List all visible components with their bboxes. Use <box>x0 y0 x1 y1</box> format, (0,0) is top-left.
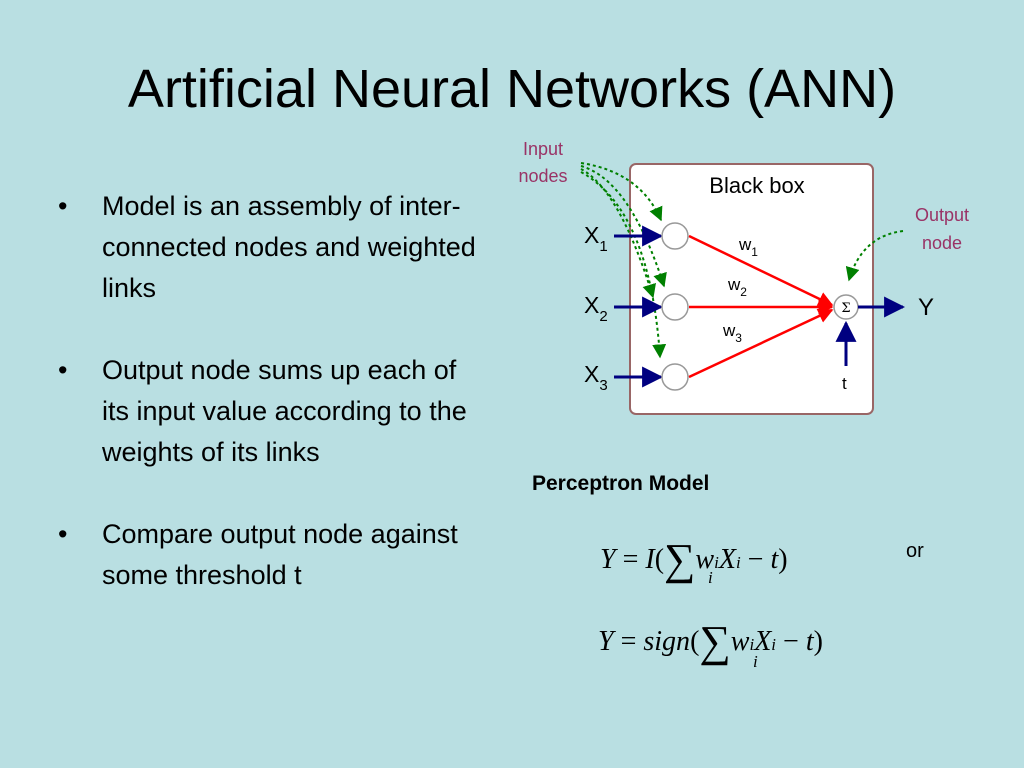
formula-term: X <box>754 626 772 657</box>
threshold-label: t <box>842 374 847 393</box>
input-pointer <box>580 165 667 288</box>
input-pointer <box>580 162 663 222</box>
formula-term: I <box>645 544 655 575</box>
input-node <box>661 222 689 250</box>
bullet-text: Model is an assembly of inter-connected … <box>102 191 476 303</box>
slide-title: Artificial Neural Networks (ANN) <box>127 59 897 119</box>
weighted-link <box>688 308 834 379</box>
bullet-text: Compare output node against some thresho… <box>102 519 458 590</box>
formula-term: ) <box>813 626 823 657</box>
weighted-link <box>688 234 834 307</box>
formula-subscript: i <box>771 635 777 654</box>
formula-term: = <box>622 544 639 575</box>
input-node <box>661 363 689 391</box>
input-node <box>661 293 689 321</box>
bullet-item: • Output node sums up each of its input v… <box>58 350 488 473</box>
weight-label-w2: w2 <box>727 275 747 299</box>
bullet-item: • Compare output node against some thresh… <box>58 514 488 596</box>
formula-term: ) <box>778 544 788 575</box>
perceptron-formula-indicator: Y = I(∑wiXi − t)i <box>600 528 788 587</box>
formula-term: ( <box>654 544 665 575</box>
sigma-symbol: Σ <box>841 301 850 316</box>
input-nodes-label: nodes <box>518 166 567 186</box>
sum-index: i <box>708 568 713 587</box>
perceptron-model-heading: Perceptron Model <box>532 472 710 495</box>
formula-term: w <box>695 544 715 575</box>
formula-term: − <box>783 626 799 657</box>
formula-subscript: i <box>714 553 719 572</box>
formula-term: sign <box>643 626 691 657</box>
formula-term: − <box>747 544 764 575</box>
output-node-label: Output <box>915 205 969 225</box>
bullet-marker: • <box>58 519 68 549</box>
bullet-marker: • <box>58 355 68 385</box>
output-node-label: node <box>922 233 962 253</box>
sum-index: i <box>753 652 758 671</box>
formula-term: X <box>718 544 736 575</box>
input-label-x1: X1 <box>584 222 608 255</box>
formula-subscript: i <box>749 635 755 654</box>
sum-symbol: ∑ <box>699 617 731 666</box>
weight-label-w3: w3 <box>722 321 742 345</box>
formula-term: w <box>730 626 750 657</box>
formula-term: t <box>770 544 779 575</box>
formula-subscript: i <box>735 553 741 572</box>
output-pointer <box>845 230 904 282</box>
bullet-item: • Model is an assembly of inter-connected… <box>58 186 488 309</box>
formula-term: t <box>805 626 814 657</box>
bullet-marker: • <box>58 191 68 221</box>
sum-symbol: ∑ <box>664 535 696 584</box>
perceptron-diagram: Black box Input nodes Output node X1 X2 … <box>518 139 969 415</box>
input-label-x3: X3 <box>584 361 608 394</box>
black-box <box>629 163 874 415</box>
output-label-y: Y <box>918 294 934 321</box>
black-box-label: Black box <box>709 173 804 198</box>
formula-term: Y <box>600 544 616 575</box>
bullet-text: Output node sums up each of its input va… <box>102 355 467 467</box>
perceptron-formula-sign: Y = sign(∑wiXi − t)i <box>598 610 823 671</box>
input-label-x2: X2 <box>584 292 608 325</box>
input-nodes-label: Input <box>523 139 563 159</box>
formula-term: = <box>620 626 637 657</box>
bullet-list: • Model is an assembly of inter-connected… <box>58 186 488 637</box>
weight-label-w1: w1 <box>738 235 758 259</box>
formula-term: ( <box>690 626 700 657</box>
formula-term: Y <box>598 626 614 657</box>
or-text: or <box>906 540 924 562</box>
